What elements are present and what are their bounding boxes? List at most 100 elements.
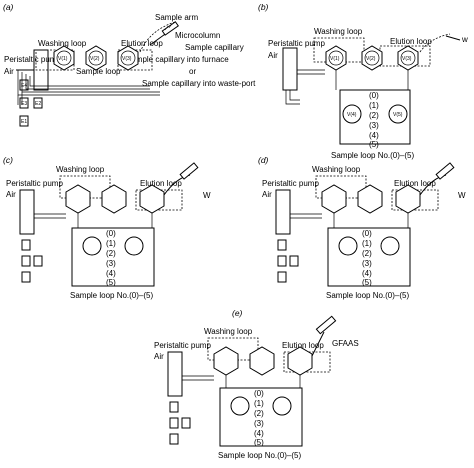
loop-1-label: (1) <box>369 101 379 110</box>
air-label: Air <box>6 190 16 199</box>
valve-v2: V(2) <box>361 45 383 71</box>
panel-d: (d) Washing loop Peristaltic pump Air El… <box>258 155 466 300</box>
sample-loop-box <box>71 227 155 287</box>
loop-2-label: (2) <box>369 111 379 120</box>
panel-b: (b) Washing loop Peristaltic pump Air El… <box>258 2 468 160</box>
sample-loop-number-label: Sample loop No.(0)–(5) <box>326 291 409 300</box>
panel-e-letter: (e) <box>232 308 243 318</box>
peristaltic-pump-label: Peristaltic pump <box>6 179 63 188</box>
panel-d-letter: (d) <box>258 155 269 165</box>
elution-loop-label: Elution loop <box>394 179 436 188</box>
lower-valve-left <box>338 236 358 256</box>
washing-loop-label: Washing loop <box>314 27 363 36</box>
valve-v3-label: V(3) <box>402 56 412 62</box>
elution-loop-label: Elution loop <box>282 341 324 350</box>
reagent-bottles <box>21 239 43 283</box>
sample-loop-box <box>339 89 411 145</box>
valve-v3: V(3) <box>117 45 139 71</box>
sample-arm <box>163 162 199 196</box>
valve-v2: V(2) <box>85 45 107 71</box>
sample-loop-label: Sample loop <box>76 67 121 76</box>
loop-numbers: (0) (1) (2) (3) (4) (5) <box>106 229 116 287</box>
microcolumn-label: Microcolumn <box>175 31 220 40</box>
loop-4-label: (4) <box>254 429 264 438</box>
loop-4-label: (4) <box>369 131 379 140</box>
loop-0-label: (0) <box>106 229 116 238</box>
loop-5-label: (5) <box>362 278 372 287</box>
lower-valve-right <box>124 236 144 256</box>
panel-e: (e) Washing loop Peristaltic pump Air El… <box>154 308 359 460</box>
bottle-e3-label: E3 <box>21 101 27 107</box>
valve-v1-label: V(1) <box>58 56 68 62</box>
capillary-into-waste-label: Sample capillary into waste-port <box>142 79 256 88</box>
valve-v2-label: V(2) <box>366 56 376 62</box>
loop-numbers: (0) (1) (2) (3) (4) (5) <box>254 389 264 447</box>
air-label: Air <box>4 67 14 76</box>
valve-v1-label: V(1) <box>330 56 340 62</box>
valve-v2-label: V(2) <box>90 56 100 62</box>
sample-loop-number-label: Sample loop No.(0)–(5) <box>70 291 153 300</box>
waste-label: W <box>203 191 211 200</box>
elution-loop-label: Elution loop <box>121 39 163 48</box>
sample-arm-label: Sample arm <box>155 13 198 22</box>
tubing-bundle <box>285 69 409 105</box>
loop-numbers: (0) (1) (2) (3) (4) (5) <box>369 91 379 149</box>
bottle-e4-label: E4 <box>21 83 27 89</box>
valve-v5: V(5) <box>388 104 408 124</box>
valve-v4-label: V(4) <box>347 112 357 118</box>
loop-2-label: (2) <box>106 249 116 258</box>
loop-4-label: (4) <box>362 269 372 278</box>
tubing-bundle <box>290 213 409 228</box>
peristaltic-pump-body <box>275 189 291 235</box>
loop-5-label: (5) <box>254 438 264 447</box>
sample-loop-number-label: Sample loop No.(0)–(5) <box>218 451 301 460</box>
sample-loop-number-label: Sample loop No.(0)–(5) <box>331 151 414 160</box>
loop-1-label: (1) <box>362 239 372 248</box>
loop-2-label: (2) <box>362 249 372 258</box>
sample-loop-box <box>219 387 303 447</box>
loop-5-label: (5) <box>106 278 116 287</box>
peristaltic-pump-label: Peristaltic pump <box>4 55 61 64</box>
washing-loop-label: Washing loop <box>56 165 105 174</box>
loop-0-label: (0) <box>369 91 379 100</box>
loop-1-label: (1) <box>254 399 264 408</box>
panel-a: (a) Peristaltic pump Air Washing loop Sa… <box>3 2 256 127</box>
washing-loop-label: Washing loop <box>38 39 87 48</box>
peristaltic-pump-body <box>282 47 298 91</box>
loop-3-label: (3) <box>106 259 116 268</box>
air-label: Air <box>268 51 278 60</box>
loop-3-label: (3) <box>369 121 379 130</box>
reagent-bottles <box>169 401 191 445</box>
lower-valve-right <box>380 236 400 256</box>
washing-loop-label: Washing loop <box>312 165 361 174</box>
reagent-bottles: E4 E3 E2 E1 <box>19 79 43 127</box>
lower-valve-right <box>272 396 292 416</box>
valve-v3-label: V(3) <box>122 56 132 62</box>
loop-5-label: (5) <box>369 140 379 149</box>
sample-arm <box>419 33 461 53</box>
loop-3-label: (3) <box>254 419 264 428</box>
valve-v4: V(4) <box>342 104 362 124</box>
peristaltic-pump-body <box>167 351 183 397</box>
loop-1-label: (1) <box>106 239 116 248</box>
valves <box>213 346 313 376</box>
loop-3-label: (3) <box>362 259 372 268</box>
air-label: Air <box>154 352 164 361</box>
air-label: Air <box>262 190 272 199</box>
washing-loop-label: Washing loop <box>204 327 253 336</box>
peristaltic-pump-label: Peristaltic pump <box>268 39 325 48</box>
waste-label: w <box>461 35 468 44</box>
waste-label: W <box>458 191 466 200</box>
peristaltic-pump-body <box>19 189 35 235</box>
elution-loop-label: Elution loop <box>140 179 182 188</box>
sample-capillary-label: Sample capillary <box>185 43 244 52</box>
capillary-into-furnace-label: Sample capillary into furnace <box>126 55 229 64</box>
elution-loop-label: Elution loop <box>390 37 432 46</box>
bottle-e2-label: E2 <box>35 101 41 107</box>
tubing-bundle <box>17 70 160 105</box>
peristaltic-pump-label: Peristaltic pump <box>262 179 319 188</box>
loop-2-label: (2) <box>254 409 264 418</box>
valve-v1: V(1) <box>325 45 347 71</box>
valve-v3: V(3) <box>397 45 419 71</box>
